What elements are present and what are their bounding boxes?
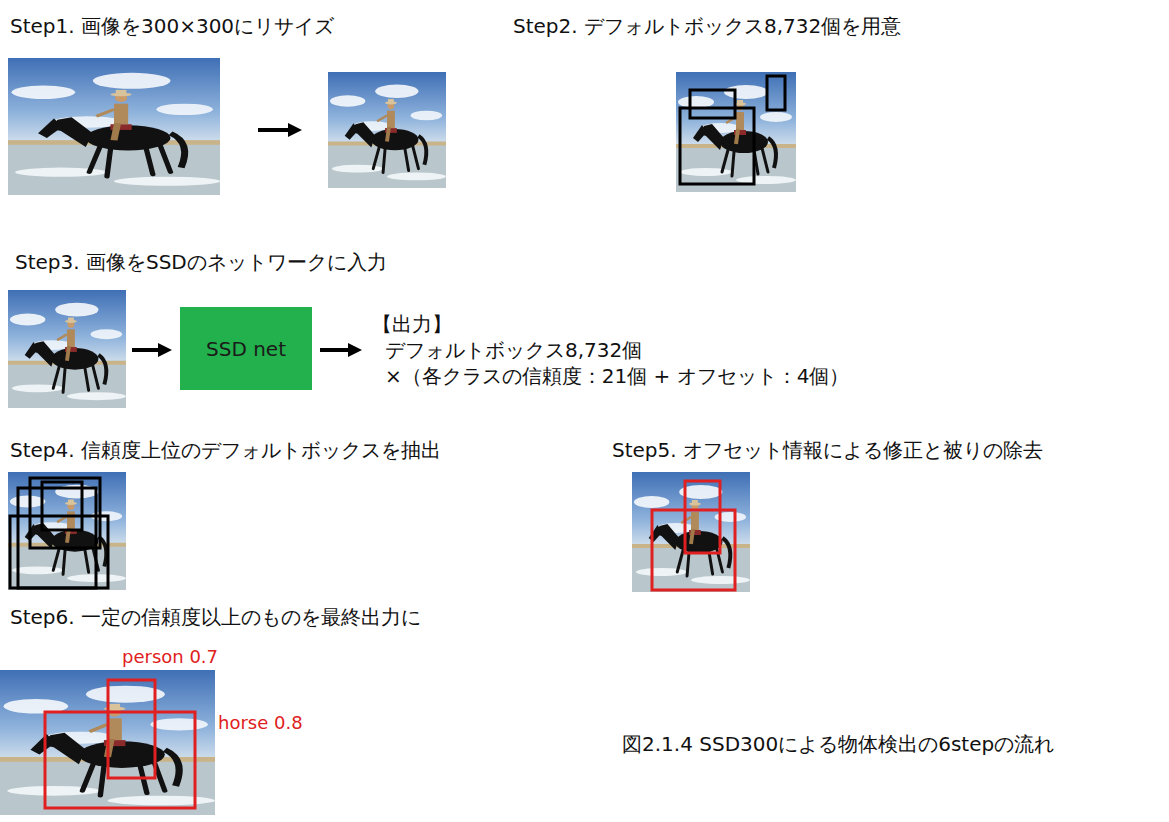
step-heading: Step2. デフォルトボックス8,732個を用意 [513,14,901,38]
output-line: デフォルトボックス8,732個 [385,338,642,362]
step-heading: Step4. 信頼度上位のデフォルトボックスを抽出 [10,438,441,462]
step-heading: Step3. 画像をSSDのネットワークに入力 [15,250,387,274]
detection-label: person 0.7 [122,646,218,668]
output-line: ×（各クラスの信頼度：21個 + オフセット：4個） [385,364,849,388]
step-heading: Step5. オフセット情報による修正と被りの除去 [612,438,1043,462]
step-heading: Step1. 画像を300×300にリサイズ [10,14,334,38]
step-heading: Step6. 一定の信頼度以上のものを最終出力に [10,605,421,629]
detection-label: horse 0.8 [218,712,303,734]
figure-caption: 図2.1.4 SSD300による物体検出の6stepの流れ [622,732,1054,756]
output-heading: 【出力】 [372,312,452,336]
box-text: SSD net [206,337,286,361]
network-box: SSD net [180,307,312,390]
